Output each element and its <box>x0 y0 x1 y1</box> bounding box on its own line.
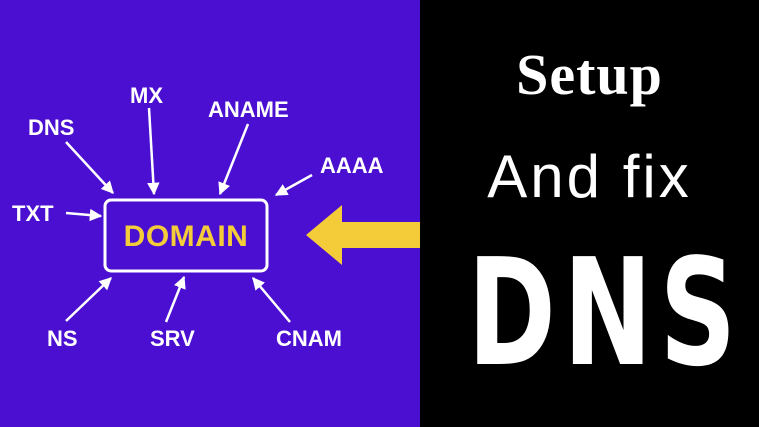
domain-box <box>103 198 269 273</box>
arrow-txt <box>65 208 103 222</box>
arrow-aname <box>218 123 250 196</box>
arrow-ns <box>65 277 112 322</box>
title-line-setup: Setup <box>516 42 663 107</box>
record-label-aname: ANAME <box>208 97 289 122</box>
record-label-dns: DNS <box>28 115 74 140</box>
record-label-ns: NS <box>47 326 78 351</box>
arrow-dns <box>65 141 114 194</box>
record-label-mx: MX <box>130 83 163 108</box>
record-label-aaaa: AAAA <box>320 153 384 178</box>
arrow-srv <box>164 275 186 323</box>
yellow-arrow-icon <box>306 205 420 265</box>
title-line-and-fix: And fix <box>487 143 692 210</box>
arrow-mx <box>147 107 160 196</box>
dns-diagram: DOMAIN DNS MX ANAME AAAA TXT NS SRV CNAM <box>12 83 420 351</box>
domain-label: DOMAIN <box>124 220 249 253</box>
title-line-dns: DNS <box>467 227 744 399</box>
right-panel: Setup And fix DNS <box>420 0 759 427</box>
arrow-cnam <box>252 277 291 323</box>
record-label-cnam: CNAM <box>276 326 342 351</box>
arrow-aaaa <box>274 173 313 197</box>
record-label-txt: TXT <box>12 201 54 226</box>
record-label-srv: SRV <box>150 326 195 351</box>
